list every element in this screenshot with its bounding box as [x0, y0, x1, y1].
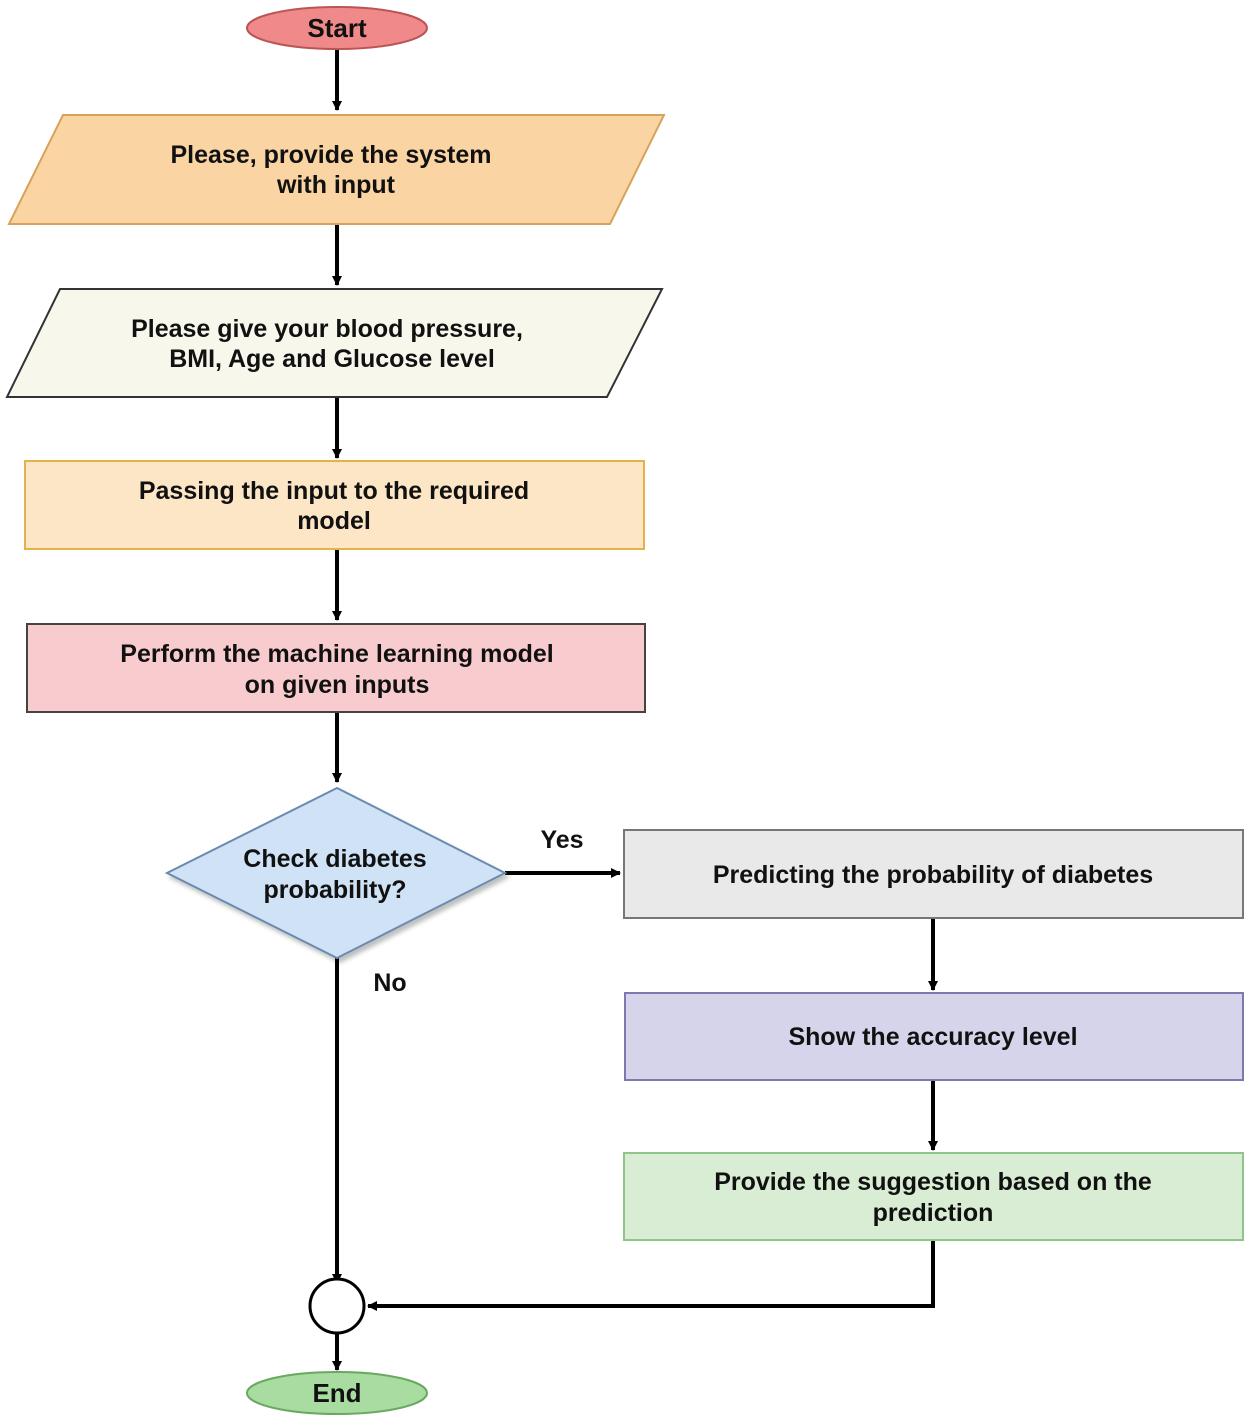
input-system-shape — [7, 114, 666, 225]
input-system-line2: with input — [276, 171, 396, 199]
pass-model-line1: Passing the input to the required — [139, 477, 529, 505]
perform-ml-shape — [26, 623, 646, 713]
pass-model-node: Passing the input to the required model — [24, 460, 645, 550]
perform-ml-line1: Perform the machine learning model — [120, 640, 553, 668]
decision-shape — [164, 786, 508, 960]
input-system-line1: Please, provide the system — [171, 141, 492, 169]
suggestion-line2: prediction — [873, 1199, 994, 1227]
input-values-node: Please give your blood pressure, BMI, Ag… — [5, 288, 664, 398]
yes-label: Yes — [540, 826, 583, 854]
predict-label: Predicting the probability of diabetes — [713, 861, 1153, 889]
end-label: End — [312, 1378, 361, 1408]
start-shape — [246, 6, 428, 50]
input-system-node: Please, provide the system with input — [7, 114, 666, 225]
suggestion-node: Provide the suggestion based on the pred… — [623, 1152, 1244, 1241]
perform-ml-node: Perform the machine learning model on gi… — [26, 623, 646, 713]
input-values-shape — [5, 288, 664, 398]
suggestion-shape — [623, 1152, 1244, 1241]
merge-connector — [308, 1277, 366, 1335]
arrow-suggestion-to-merge — [367, 1240, 935, 1311]
suggestion-line1: Provide the suggestion based on the — [714, 1168, 1152, 1196]
end-node: End — [246, 1371, 428, 1415]
predict-shape — [623, 829, 1244, 919]
start-node: Start — [246, 6, 428, 50]
start-label: Start — [307, 13, 367, 43]
decision-line1: Check diabetes — [243, 845, 426, 873]
pass-model-shape — [24, 460, 645, 550]
perform-ml-line2: on given inputs — [245, 671, 430, 699]
accuracy-node: Show the accuracy level — [624, 992, 1244, 1081]
decision-node: Check diabetes probability? — [164, 786, 508, 960]
accuracy-label: Show the accuracy level — [788, 1023, 1077, 1051]
no-label: No — [373, 969, 406, 997]
connectors — [332, 50, 938, 1371]
input-values-line2: BMI, Age and Glucose level — [169, 345, 495, 373]
predict-node: Predicting the probability of diabetes — [623, 829, 1244, 919]
input-values-line1: Please give your blood pressure, — [131, 315, 523, 343]
decision-line2: probability? — [263, 876, 406, 904]
accuracy-shape — [624, 992, 1244, 1081]
pass-model-line2: model — [297, 507, 371, 535]
end-shape — [246, 1371, 428, 1415]
